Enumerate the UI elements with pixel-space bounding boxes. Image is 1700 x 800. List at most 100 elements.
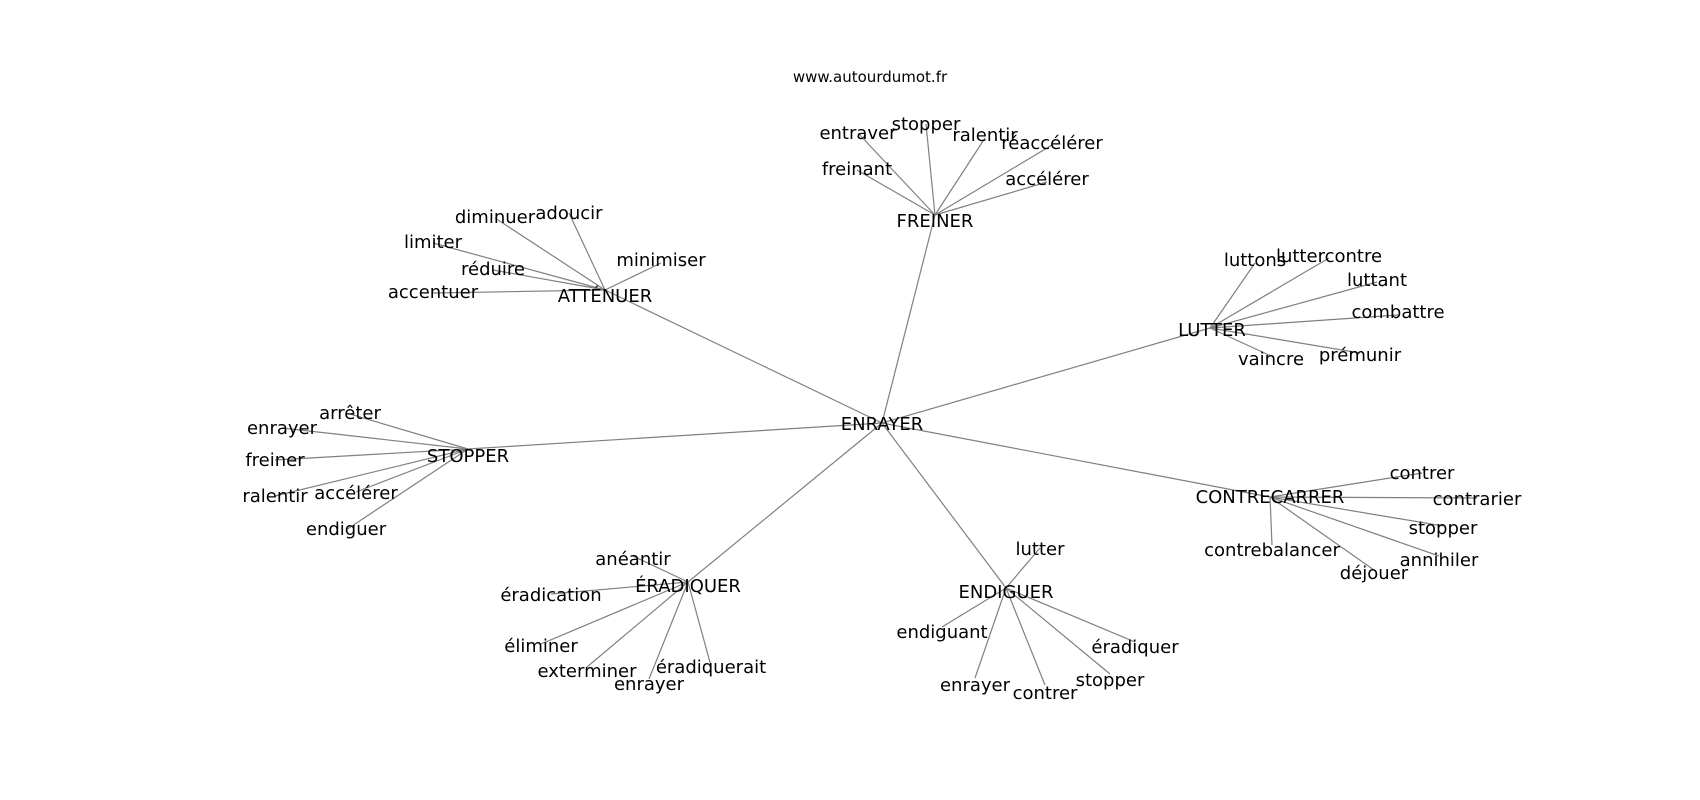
edge-attenuer-diminuer bbox=[494, 217, 606, 291]
node-word-contrer[interactable]: contrer bbox=[1390, 463, 1455, 484]
node-hub-lutter[interactable]: LUTTER bbox=[1178, 320, 1246, 341]
node-word-combattre[interactable]: combattre bbox=[1351, 302, 1444, 323]
node-hub-freiner[interactable]: FREINER bbox=[897, 211, 974, 232]
node-word-annihiler[interactable]: annihiler bbox=[1400, 550, 1479, 571]
edge-eradiquer-enrayer bbox=[648, 581, 689, 680]
node-word-reaccelerer[interactable]: réaccélérer bbox=[1001, 133, 1103, 154]
node-word-ralentir[interactable]: ralentir bbox=[242, 486, 308, 507]
edge-center-contrecarrer bbox=[881, 422, 1271, 498]
edge-endiguer-enrayer bbox=[974, 587, 1007, 679]
edge-lutter-luttant bbox=[1209, 281, 1378, 329]
node-word-stopper[interactable]: stopper bbox=[1076, 670, 1145, 691]
node-word-limiter[interactable]: limiter bbox=[404, 232, 463, 253]
node-word-entraver[interactable]: entraver bbox=[819, 123, 897, 144]
node-hub-contrecarrer[interactable]: CONTRECARRER bbox=[1196, 487, 1345, 508]
node-word-endiguant[interactable]: endiguant bbox=[896, 622, 987, 643]
node-word-minimiser[interactable]: minimiser bbox=[616, 250, 706, 271]
edge-endiguer-eradiquer bbox=[1005, 587, 1136, 643]
edge-contrecarrer-stopper bbox=[1269, 496, 1444, 527]
edge-stopper-arreter bbox=[349, 413, 469, 450]
edge-endiguer-endiguant bbox=[941, 587, 1007, 628]
edge-freiner-stopper bbox=[925, 123, 936, 216]
node-word-contrebalancer[interactable]: contrebalancer bbox=[1204, 540, 1340, 561]
edge-stopper-endiguer bbox=[345, 448, 469, 531]
edge-lutter-premunir bbox=[1209, 327, 1361, 354]
edge-endiguer-lutter bbox=[1005, 547, 1041, 589]
edge-attenuer-limiter bbox=[432, 242, 606, 291]
node-word-exterminer[interactable]: exterminer bbox=[537, 661, 637, 682]
edge-attenuer-accentuer bbox=[432, 289, 606, 294]
edge-stopper-freiner bbox=[274, 448, 469, 461]
node-word-eradiquerait[interactable]: éradiquerait bbox=[656, 657, 766, 678]
edge-contrecarrer-contrebalancer bbox=[1269, 496, 1273, 546]
edges-layer bbox=[274, 123, 1478, 686]
edge-center-lutter bbox=[881, 327, 1211, 424]
node-word-reduire[interactable]: réduire bbox=[461, 259, 525, 280]
edge-lutter-luttercontre bbox=[1209, 257, 1330, 329]
node-word-dejouer[interactable]: déjouer bbox=[1340, 563, 1409, 584]
node-word-luttant[interactable]: luttant bbox=[1347, 270, 1407, 291]
edge-center-freiner bbox=[881, 214, 936, 424]
node-hub-stopper[interactable]: STOPPER bbox=[427, 446, 509, 467]
edge-contrecarrer-contrer bbox=[1269, 472, 1423, 498]
edge-eradiquer-eradiquerait bbox=[687, 581, 712, 667]
node-word-eradication[interactable]: éradication bbox=[500, 585, 601, 606]
node-word-eradiquer[interactable]: éradiquer bbox=[1091, 637, 1179, 658]
edge-freiner-ralentir bbox=[934, 137, 986, 216]
node-word-ralentir[interactable]: ralentir bbox=[952, 125, 1018, 146]
node-hub-eradiquer[interactable]: ÉRADIQUER bbox=[635, 575, 741, 597]
node-word-freinant[interactable]: freinant bbox=[822, 159, 892, 180]
edge-endiguer-contrer bbox=[1005, 587, 1046, 686]
edge-center-endiguer bbox=[881, 422, 1007, 589]
node-word-eliminer[interactable]: éliminer bbox=[504, 636, 578, 657]
edge-stopper-ralentir bbox=[274, 448, 469, 497]
node-word-contrarier[interactable]: contrarier bbox=[1433, 489, 1522, 510]
node-word-aneantir[interactable]: anéantir bbox=[595, 549, 671, 570]
edge-contrecarrer-annihiler bbox=[1269, 496, 1440, 557]
node-word-accelerer[interactable]: accélérer bbox=[314, 483, 398, 504]
edge-eradiquer-aneantir bbox=[632, 555, 689, 583]
node-word-adoucir[interactable]: adoucir bbox=[535, 203, 603, 224]
node-word-enrayer[interactable]: enrayer bbox=[247, 418, 318, 439]
edge-center-attenuer bbox=[604, 289, 883, 424]
node-word-accelerer[interactable]: accélérer bbox=[1005, 169, 1089, 190]
edge-lutter-combattre bbox=[1209, 314, 1399, 329]
edge-eradiquer-exterminer bbox=[586, 581, 689, 668]
edge-stopper-enrayer bbox=[281, 427, 469, 450]
edge-freiner-accelerer bbox=[934, 181, 1048, 216]
edge-freiner-freinant bbox=[856, 169, 936, 216]
node-hub-attenuer[interactable]: ATTÉNUER bbox=[558, 285, 652, 307]
node-word-accentuer[interactable]: accentuer bbox=[388, 282, 479, 303]
edge-eradiquer-eliminer bbox=[540, 581, 689, 645]
labels-layer: ENRAYERFREINERentraverstopperralentirréa… bbox=[242, 114, 1522, 704]
node-word-contrer[interactable]: contrer bbox=[1013, 683, 1078, 704]
node-word-premunir[interactable]: prémunir bbox=[1319, 345, 1402, 366]
node-word-lutter[interactable]: lutter bbox=[1016, 539, 1066, 560]
edge-lutter-luttons bbox=[1209, 262, 1256, 329]
node-hub-endiguer[interactable]: ENDIGUER bbox=[958, 582, 1053, 603]
node-word-enrayer[interactable]: enrayer bbox=[614, 674, 685, 695]
edge-lutter-vaincre bbox=[1209, 327, 1272, 357]
edge-contrecarrer-contrarier bbox=[1269, 496, 1478, 499]
node-center-enrayer[interactable]: ENRAYER bbox=[841, 414, 923, 435]
node-word-freiner[interactable]: freiner bbox=[245, 450, 305, 471]
edge-center-eradiquer bbox=[687, 422, 883, 583]
edge-freiner-entraver bbox=[857, 132, 936, 216]
node-word-luttons[interactable]: luttons bbox=[1224, 250, 1286, 271]
edge-contrecarrer-dejouer bbox=[1269, 496, 1375, 571]
edge-attenuer-reduire bbox=[492, 269, 606, 291]
node-word-arreter[interactable]: arrêter bbox=[319, 403, 381, 424]
node-word-stopper[interactable]: stopper bbox=[892, 114, 961, 135]
edge-attenuer-adoucir bbox=[568, 212, 606, 291]
node-word-luttercontre[interactable]: luttercontre bbox=[1276, 246, 1382, 267]
node-word-enrayer[interactable]: enrayer bbox=[940, 675, 1011, 696]
node-word-endiguer[interactable]: endiguer bbox=[306, 519, 387, 540]
node-word-diminuer[interactable]: diminuer bbox=[455, 207, 536, 228]
edge-endiguer-stopper bbox=[1005, 587, 1111, 675]
site-watermark: www.autourdumot.fr bbox=[793, 68, 948, 86]
edge-center-stopper bbox=[467, 422, 883, 450]
node-word-vaincre[interactable]: vaincre bbox=[1238, 349, 1304, 370]
node-word-stopper[interactable]: stopper bbox=[1409, 518, 1478, 539]
edge-eradiquer-eradication bbox=[550, 581, 689, 595]
